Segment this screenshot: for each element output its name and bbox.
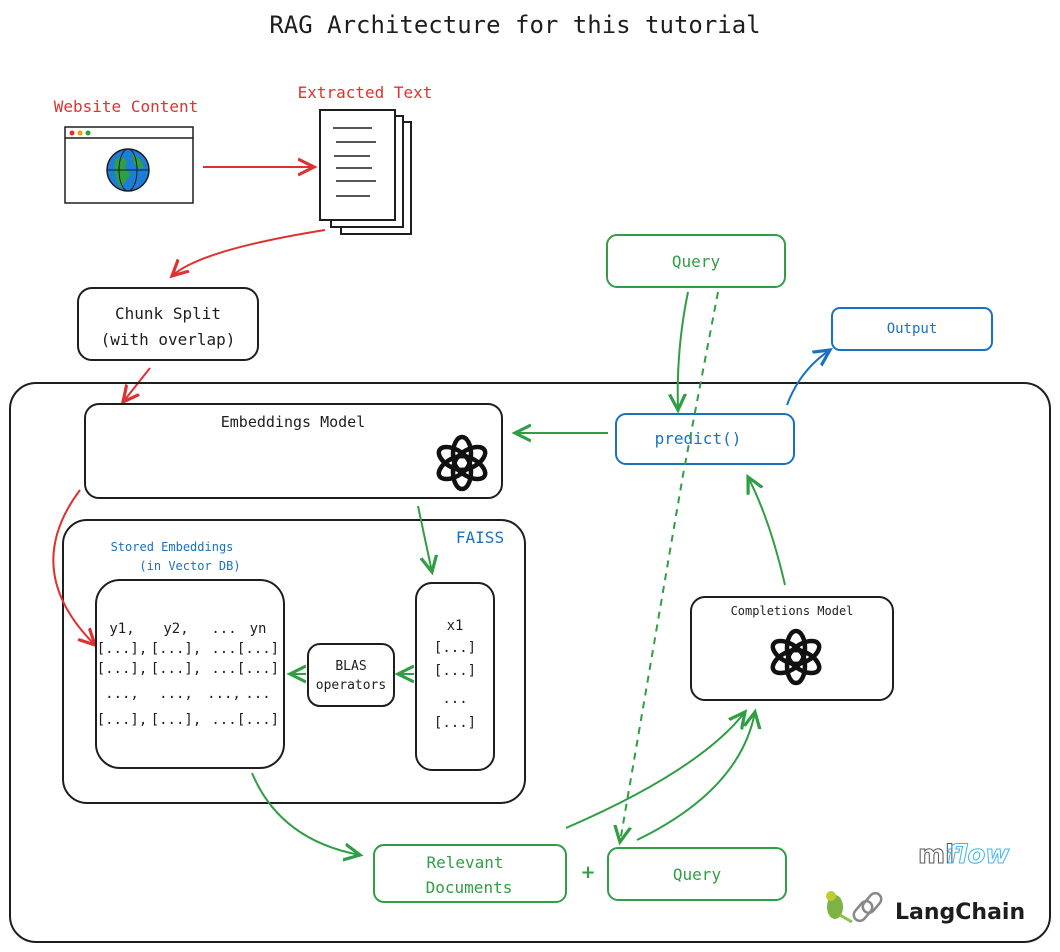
faiss-container	[62, 519, 526, 804]
vector-db-cell: ...	[245, 686, 270, 702]
langchain-container	[9, 382, 1051, 943]
vector-db-cell: [...],	[97, 712, 148, 728]
query-vector-list: x1 [...] [...]... [...]	[434, 618, 476, 731]
vector-db-cell: [...],	[151, 661, 202, 677]
vector-db-cell: [...],	[151, 712, 202, 728]
output-node: Output	[831, 307, 993, 351]
query-vector-cell: [...]	[434, 715, 476, 731]
vector-db-cell: ...	[211, 712, 236, 728]
svg-text:Documents: Documents	[426, 878, 513, 897]
arrow-text-to-chunk	[172, 229, 326, 276]
svg-text:BLAS: BLAS	[335, 659, 366, 674]
parrot-icon	[826, 891, 853, 924]
browser-globe-icon	[64, 126, 194, 204]
svg-text:flow: flow	[947, 840, 1010, 870]
vector-db-cell: [...]	[237, 641, 279, 657]
arrow-completions-to-predict	[748, 477, 786, 586]
svg-text:predict(): predict()	[655, 429, 742, 448]
vector-db-cell: ...	[211, 641, 236, 657]
vector-db-cell: ...,	[105, 686, 139, 702]
completions-model-node: Completions Model	[690, 596, 894, 701]
arrow-embeddings-to-store	[52, 489, 95, 645]
vector-db-box	[95, 579, 285, 769]
vector-db-cell: y1,	[109, 621, 134, 637]
arrow-docs-to-completions	[565, 712, 745, 829]
query-vector-cell: [...]	[434, 663, 476, 679]
embeddings-model-node: Embeddings Model	[84, 403, 503, 499]
svg-text:Chunk Split: Chunk Split	[115, 304, 221, 323]
faiss-label: FAISS	[456, 528, 504, 547]
svg-text:Embeddings Model: Embeddings Model	[221, 413, 366, 431]
svg-text:ml: ml	[918, 840, 954, 870]
query-top-node: Query	[606, 234, 786, 288]
arrow-chunk-to-embeddings	[123, 367, 151, 402]
arrow-embeddings-to-query-vector	[417, 505, 432, 572]
vector-db-cell: [...],	[97, 661, 148, 677]
svg-text:Relevant: Relevant	[426, 853, 503, 872]
svg-text:Output: Output	[887, 321, 938, 337]
arrow-query-to-predict	[678, 291, 689, 410]
blas-operators-node: BLAS operators	[307, 643, 395, 707]
stored-embeddings-label: Stored Embeddings	[111, 540, 234, 554]
documents-icon	[319, 109, 412, 235]
query-vector-cell: x1	[447, 618, 464, 634]
vector-db-label: (in Vector DB)	[139, 559, 240, 573]
website-content-label: Website Content	[54, 97, 199, 116]
vector-db-cell: ...,	[207, 686, 241, 702]
vector-db-cell: ...	[211, 661, 236, 677]
diagram-title: RAG Architecture for this tutorial	[269, 11, 760, 39]
query-bottom-node: Query	[607, 847, 787, 901]
dashed-arrow-query-passthrough	[620, 291, 719, 842]
mlflow-logo: ml flow	[918, 840, 1011, 871]
query-vector-box	[415, 582, 495, 771]
svg-text:Completions Model: Completions Model	[731, 604, 854, 618]
vector-db-cell: [...],	[97, 641, 148, 657]
svg-text:operators: operators	[316, 678, 386, 693]
svg-text:Query: Query	[672, 252, 721, 271]
query-vector-cell: ...	[442, 691, 467, 707]
vector-db-cell: [...]	[237, 661, 279, 677]
arrow-query-to-completions	[636, 712, 755, 841]
plus-sign: +	[580, 862, 595, 883]
vector-db-cell: ...	[211, 621, 236, 637]
chain-link-icon	[852, 891, 883, 923]
svg-text:(with overlap): (with overlap)	[101, 330, 236, 349]
vector-db-cell: [...],	[151, 641, 202, 657]
vector-db-cell: yn	[250, 621, 267, 637]
vector-db-grid: y1,y2,...yn[...],[...],...[...][...],[..…	[97, 621, 279, 728]
vector-db-cell: [...]	[237, 712, 279, 728]
svg-text:Query: Query	[673, 865, 722, 884]
vector-db-cell: y2,	[163, 621, 188, 637]
predict-node: predict()	[615, 413, 795, 465]
relevant-documents-node: Relevant Documents	[373, 844, 567, 903]
vector-db-cell: ...,	[159, 686, 193, 702]
arrow-store-to-relevant-docs	[251, 772, 360, 855]
query-vector-cell: [...]	[434, 640, 476, 656]
chunk-split-node: Chunk Split (with overlap)	[77, 287, 259, 361]
extracted-text-label: Extracted Text	[298, 83, 433, 102]
arrow-predict-to-output	[786, 350, 830, 406]
langchain-logo: LangChain	[895, 900, 1025, 925]
